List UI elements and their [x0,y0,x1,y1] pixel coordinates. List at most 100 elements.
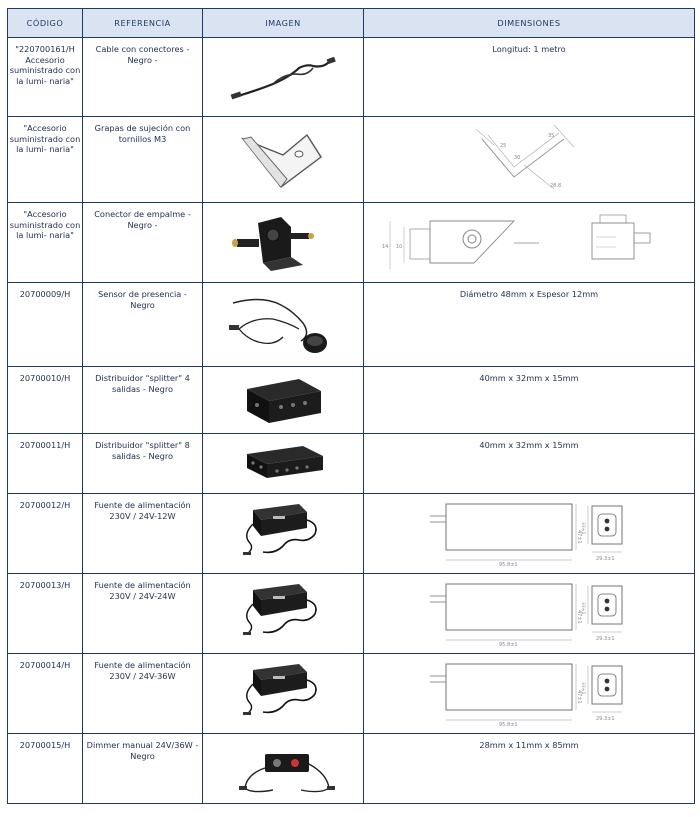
accessories-table-wrapper: CÓDIGO REFERENCIA IMAGEN DIMENSIONES "22… [7,8,695,804]
code-cell: 20700013/H [7,573,83,654]
table-row: 20700009/H Sensor de presencia - Negro D… [7,282,695,367]
code-cell: "Accesorio suministrado con la lumi- nar… [7,116,83,203]
power-supply-icon [243,584,317,635]
dimensions-cell: 28mm x 11mm x 85mm [363,733,695,804]
code-text: 20700012/H [19,500,71,510]
table-row: 20700011/H Distribuidor "splitter" 8 sal… [7,433,695,494]
code-cell: "Accesorio suministrado con la lumi- nar… [7,202,83,283]
dimensions-cell: 40mm x 32mm x 15mm [363,366,695,434]
psu-side-width-label: 29.3±1 [596,716,615,722]
code-text: 20700014/H [19,660,71,670]
psu-side-height-label: 33±1 [580,682,586,694]
table-row: "Accesorio suministrado con la lumi- nar… [7,202,695,283]
code-text: 20700013/H [19,580,71,590]
table-row: 20700010/H Distribuidor "splitter" 4 sal… [7,366,695,434]
connector-drawing: 14 10 [382,214,651,269]
reference-text: Fuente de alimentación 230V / 24V-24W [94,580,191,601]
code-text: 20700010/H [19,373,71,383]
psu-side-width-label: 29.3±1 [596,636,615,642]
dimensions-cell: 95.8±1 47±1 29.3±1 33±1 [363,493,695,574]
bracket-dim-4: 28.8 [550,183,561,189]
power-supply-drawing: 95.8±1 47±1 29.3±1 33±1 [430,583,623,648]
dimensions-cell: 14 10 [363,202,695,283]
reference-text: Cable con conectores - Negro - [95,44,190,65]
power-supply-drawing: 95.8±1 47±1 29.3±1 33±1 [430,663,623,728]
reference-cell: Distribuidor "splitter" 8 salidas - Negr… [82,433,203,494]
image-cell [202,433,364,494]
table-row: 20700012/H Fuente de alimentación 230V /… [7,493,695,574]
image-cell [202,493,364,574]
dimensions-text: Diámetro 48mm x Espesor 12mm [459,289,599,299]
code-cell: 20700014/H [7,653,83,734]
psu-length-label: 95.8±1 [499,642,518,648]
reference-text: Grapas de sujeción con tornillos M3 [94,123,191,144]
reference-cell: Grapas de sujeción con tornillos M3 [82,116,203,203]
splice-connector-icon [232,217,314,271]
power-supply-icon [243,504,317,555]
reference-cell: Fuente de alimentación 230V / 24V-12W [82,493,203,574]
accessories-table: CÓDIGO REFERENCIA IMAGEN DIMENSIONES "22… [7,8,695,804]
presence-sensor-icon [229,298,327,353]
bracket-dim-1: 25 [500,143,506,149]
code-cell: "220700161/H Accesorio suministrado con … [7,37,83,117]
reference-cell: Fuente de alimentación 230V / 24V-24W [82,573,203,654]
reference-text: Distribuidor "splitter" 8 salidas - Negr… [95,440,190,461]
header-dimensions: DIMENSIONES [363,8,695,38]
code-cell: 20700015/H [7,733,83,804]
cable-icon [230,56,336,100]
reference-text: Distribuidor "splitter" 4 salidas - Negr… [95,373,190,394]
dimensions-text: 40mm x 32mm x 15mm [479,373,579,383]
image-cell [202,282,364,367]
reference-text: Conector de empalme - Negro - [94,209,191,230]
reference-cell: Distribuidor "splitter" 4 salidas - Negr… [82,366,203,434]
table-row: 20700015/H Dimmer manual 24V/36W - Negro… [7,733,695,804]
image-cell [202,116,364,203]
table-row: 20700013/H Fuente de alimentación 230V /… [7,573,695,654]
code-cell: 20700011/H [7,433,83,494]
psu-side-width-label: 29.3±1 [596,556,615,562]
bracket-drawing: 25 30 35 28.8 [475,124,575,190]
dimmer-icon [239,754,335,793]
bracket-dim-3: 35 [548,133,554,139]
reference-text: Sensor de presencia - Negro [98,289,187,310]
code-text: 20700009/H [19,289,71,299]
reference-cell: Dimmer manual 24V/36W - Negro [82,733,203,804]
connector-dim-2: 10 [396,244,402,250]
reference-text: Fuente de alimentación 230V / 24V-36W [94,660,191,681]
psu-length-label: 95.8±1 [499,562,518,568]
psu-side-height-label: 33±1 [580,602,586,614]
reference-cell: Conector de empalme - Negro - [82,202,203,283]
splitter-4-icon [247,379,321,423]
psu-height-label: 47±1 [576,610,582,624]
reference-cell: Fuente de alimentación 230V / 24V-36W [82,653,203,734]
header-code: CÓDIGO [7,8,83,38]
psu-side-height-label: 33±1 [580,522,586,534]
code-text: 20700015/H [19,740,71,750]
bracket-icon [240,133,322,188]
image-cell [202,573,364,654]
code-cell: 20700010/H [7,366,83,434]
dimensions-cell: 40mm x 32mm x 15mm [363,433,695,494]
reference-text: Dimmer manual 24V/36W - Negro [86,740,199,761]
psu-height-label: 47±1 [576,690,582,704]
connector-dim-1: 14 [382,244,388,250]
psu-length-label: 95.8±1 [499,722,518,728]
dimensions-text: 40mm x 32mm x 15mm [479,440,579,450]
psu-height-label: 47±1 [576,530,582,544]
code-cell: 20700009/H [7,282,83,367]
image-cell [202,653,364,734]
table-row: "Accesorio suministrado con la lumi- nar… [7,116,695,203]
code-text: 20700011/H [19,440,71,450]
code-text: "Accesorio suministrado con la lumi- nar… [9,123,81,154]
reference-text: Fuente de alimentación 230V / 24V-12W [94,500,191,521]
dimensions-cell: Longitud: 1 metro [363,37,695,117]
dimensions-cell: 25 30 35 28.8 [363,116,695,203]
code-text: "220700161/H Accesorio suministrado con … [9,44,81,86]
image-cell [202,37,364,117]
header-row: CÓDIGO REFERENCIA IMAGEN DIMENSIONES [7,8,695,38]
dimensions-text: 28mm x 11mm x 85mm [479,740,579,750]
header-reference: REFERENCIA [82,8,203,38]
bracket-dim-2: 30 [514,155,520,161]
table-row: 20700014/H Fuente de alimentación 230V /… [7,653,695,734]
reference-cell: Cable con conectores - Negro - [82,37,203,117]
